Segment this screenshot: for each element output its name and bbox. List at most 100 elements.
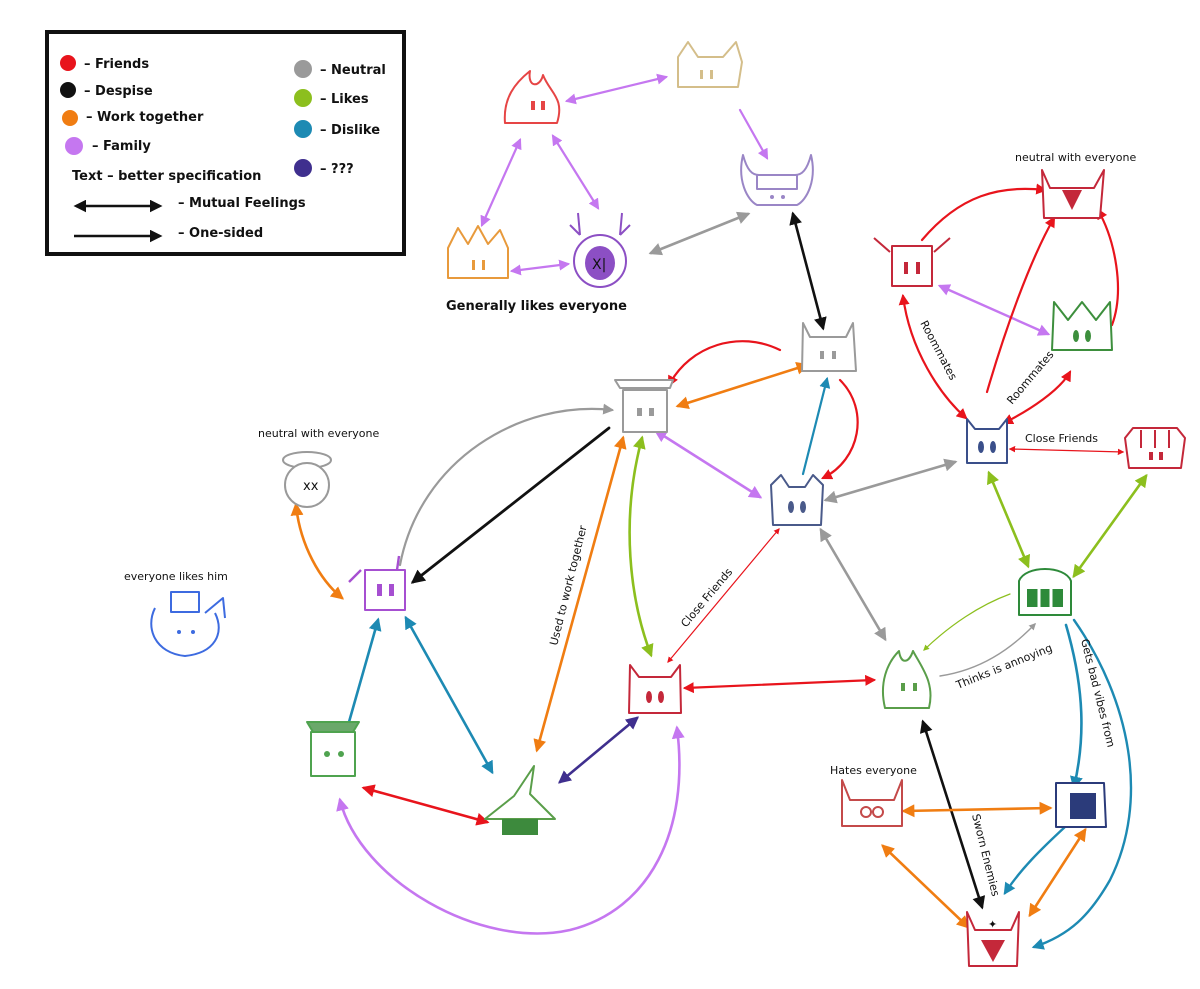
legend-swatch: [294, 89, 312, 107]
node-eye: [658, 691, 664, 703]
note-generally-likes: Generally likes everyone: [446, 299, 627, 314]
node-violet-horned[interactable]: [740, 154, 814, 206]
flame-head-icon: [503, 70, 561, 124]
legend-label: – ???: [320, 162, 354, 177]
cat-head-icon: [770, 474, 824, 526]
edge-family: [480, 137, 522, 228]
node-eye: [324, 751, 330, 757]
edge-label-bad-vibes: Gets bad vibes from: [1078, 638, 1118, 749]
notes: Generally likes everyone neutral with ev…: [124, 151, 1136, 777]
node-blue-cat[interactable]: [770, 474, 824, 526]
legend: – Friends – Despise – Work together – Fa…: [45, 30, 406, 256]
edge-family: [336, 725, 685, 935]
witch-face: [502, 819, 538, 835]
legend-label: – Despise: [84, 84, 153, 99]
node-orange-crown[interactable]: [447, 225, 509, 279]
node-purple-horned[interactable]: [348, 555, 406, 611]
edge-likes: [987, 470, 1030, 569]
node-eye: [1085, 330, 1091, 342]
edge-friends: [821, 378, 859, 480]
node-red-horned-low[interactable]: [841, 779, 903, 827]
horned-head-icon: [628, 664, 682, 714]
horned-head-icon: [348, 555, 401, 583]
legend-item-likes: – Likes: [294, 89, 369, 107]
note-neutral-top: neutral with everyone: [1015, 151, 1136, 164]
node-eye: [1159, 452, 1163, 460]
edge-neutral-annoying: [939, 622, 1036, 677]
node-navy-cat[interactable]: [966, 418, 1008, 464]
node-eye: [781, 195, 785, 199]
node-eye: [770, 195, 774, 199]
node-eye: [482, 260, 485, 270]
edge-friends: [920, 183, 1048, 242]
legend-item-dislike: – Dislike: [294, 120, 380, 138]
legend-swatch: [60, 55, 76, 71]
node-eye: [177, 630, 181, 634]
node-flame[interactable]: [503, 70, 561, 124]
legend-label: – Friends: [84, 57, 149, 72]
legend-item-family: – Family: [65, 137, 151, 155]
node-green-helmet[interactable]: [1018, 568, 1072, 616]
edge-label-roommates-right: Roommates: [1004, 348, 1056, 407]
edge-dislike: [801, 376, 831, 476]
node-blue-moose[interactable]: [150, 591, 226, 657]
edge-family: [564, 73, 669, 105]
legend-item-neutral: – Neutral: [294, 60, 386, 78]
spiked-head-icon: [1051, 301, 1113, 351]
node-eye: [1149, 452, 1153, 460]
node-eye: [637, 408, 642, 416]
note-neutral-left: neutral with everyone: [258, 427, 379, 440]
node-eye: [541, 101, 545, 110]
node-red-tophorned[interactable]: [1041, 169, 1105, 219]
edge-friends: [361, 784, 490, 826]
edge-neutral: [648, 211, 751, 256]
red-striped-lines: [1140, 430, 1170, 448]
node-eye: [191, 630, 195, 634]
antler-head-icon: [569, 212, 631, 236]
edge-neutral: [819, 527, 887, 642]
node-red-winged[interactable]: [873, 237, 951, 287]
flame-head-icon: [881, 650, 932, 709]
node-eye: [788, 501, 794, 513]
edge-dislike: [347, 617, 382, 724]
nodes: X| xx: [150, 41, 1186, 967]
node-tan[interactable]: [677, 41, 743, 88]
node-gray-capped[interactable]: [614, 379, 674, 433]
edge-family: [509, 259, 571, 276]
halo-head-icon: [284, 462, 330, 508]
node-green-flame[interactable]: [881, 650, 932, 709]
horned-helmet-icon: [740, 154, 814, 206]
node-eye: [377, 584, 382, 596]
node-green-witch[interactable]: [484, 765, 556, 835]
node-eye: [872, 806, 884, 818]
node-green-capped[interactable]: [306, 721, 360, 777]
edge-label-close-friends-right: Close Friends: [1025, 432, 1098, 445]
horned-head-icon: [841, 779, 903, 827]
edge-neutral: [398, 403, 615, 567]
edge-work: [290, 502, 345, 600]
node-gray-horned[interactable]: [801, 322, 857, 372]
legend-mutual-label: – Mutual Feelings: [178, 196, 306, 211]
legend-text-note: Text – better specification: [72, 169, 261, 184]
node-eye: [531, 101, 535, 110]
legend-item-work-together: – Work together: [62, 110, 204, 126]
node-green-spiked[interactable]: [1051, 301, 1113, 351]
edge-dislike: [1003, 824, 1068, 896]
edge-family: [653, 429, 763, 499]
winged-head-icon: [873, 237, 951, 253]
node-purple-antler[interactable]: X|: [569, 212, 631, 288]
node-red-horned-center[interactable]: [628, 664, 682, 714]
node-eye: [1073, 330, 1079, 342]
edge-likes: [1072, 473, 1148, 579]
node-red-striped[interactable]: [1124, 427, 1186, 469]
node-halo[interactable]: xx: [282, 451, 332, 508]
edge-family: [937, 284, 1051, 336]
node-navy-armored[interactable]: [1055, 782, 1107, 828]
moose-head-top: [170, 591, 200, 613]
node-red-knight[interactable]: ✦: [966, 911, 1020, 967]
edge-unknown: [558, 716, 639, 784]
node-eye: [472, 260, 475, 270]
edge-label-close-friends-center: Close Friends: [678, 565, 735, 629]
legend-swatch: [294, 159, 312, 177]
helmet-stripes: [1027, 589, 1063, 607]
